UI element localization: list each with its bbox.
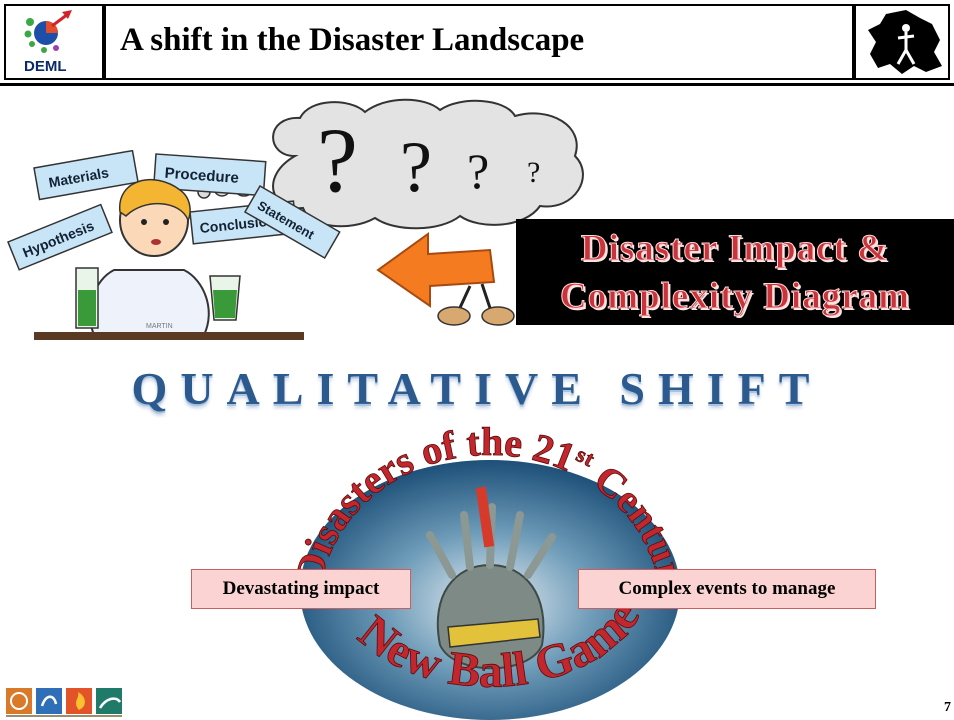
- emblem-logo: [854, 4, 950, 80]
- hazard-icon-2: [36, 688, 62, 714]
- impact-complexity-banner: Disaster Impact & Complexity Diagram: [516, 219, 954, 325]
- slide-header: DEML A shift in the Disaster Landscape: [0, 0, 954, 86]
- impact-line-1: Disaster Impact &: [580, 228, 890, 270]
- emblem-icon: [868, 10, 942, 74]
- hazard-icon-1: [6, 688, 32, 714]
- thought-cloud: ? ? ? ?: [272, 98, 584, 230]
- footer-hazard-icons: [6, 688, 122, 717]
- clipart-signature: MARTIN: [146, 323, 173, 330]
- question-mark-1: ?: [317, 109, 358, 211]
- card-procedure: Procedure: [164, 165, 239, 187]
- title-box: A shift in the Disaster Landscape: [104, 4, 854, 80]
- page-number: 7: [944, 700, 951, 715]
- logo-label: DEML: [24, 58, 67, 75]
- callout-complex-events: Complex events to manage: [578, 569, 876, 609]
- question-mark-2: ?: [400, 127, 432, 207]
- question-mark-3: ?: [467, 143, 489, 199]
- impact-line-2: Complexity Diagram: [560, 276, 910, 318]
- question-mark-4: ?: [527, 156, 540, 189]
- slide-title: A shift in the Disaster Landscape: [120, 22, 585, 58]
- callout-devastating-impact: Devastating impact: [191, 569, 411, 609]
- qualitative-shift-heading: QUALITATIVE SHIFT: [131, 363, 823, 414]
- scientist-clipart: Materials Procedure Hypothesis Conclusio…: [7, 150, 341, 340]
- deml-logo: DEML: [4, 4, 104, 80]
- arrow-icon: [376, 232, 515, 326]
- deml-logo-icon: [24, 10, 72, 53]
- disasters-21st-century-graphic: Disasters of the 21st Century New Ball G…: [286, 418, 697, 720]
